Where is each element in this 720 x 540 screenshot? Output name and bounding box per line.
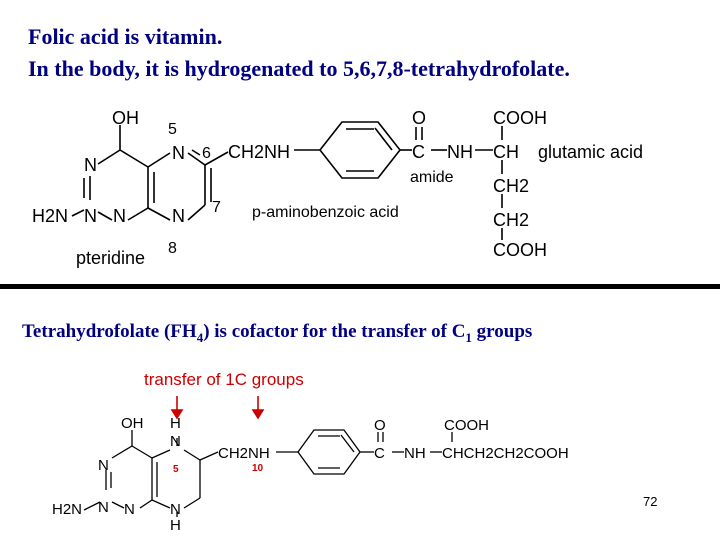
folic-atom-cooh-top: COOH: [493, 108, 547, 128]
folic-atom-ch2-a: CH2: [493, 176, 529, 196]
thf-atom-chain: CHCH2CH2COOH: [442, 445, 569, 462]
thf-atom-h8: H: [170, 517, 181, 534]
thf-atom-n5: N: [170, 433, 181, 450]
folic-atom-n1: N: [84, 155, 97, 175]
transfer-label: transfer of 1C groups: [144, 370, 304, 389]
thf-atom-oh: OH: [121, 415, 144, 432]
thf-atom-o: O: [374, 417, 386, 434]
folic-atom-cooh-bottom: COOH: [493, 240, 547, 260]
thf-title-post: groups: [471, 321, 533, 342]
thf-red-5: 5: [173, 464, 179, 475]
amide-label: amide: [410, 169, 454, 186]
thf-atom-n3: N: [98, 499, 109, 516]
glutamic-acid-label: glutamic acid: [538, 142, 644, 162]
folic-atom-n5: N: [172, 143, 185, 163]
folic-atom-ch2-b: CH2: [493, 210, 529, 230]
folic-acid-structure: OH N N N N N H2N CH2NH O C NH CH COOH CH…: [32, 108, 547, 260]
folic-atom-n8: N: [172, 206, 185, 226]
title-line-2: In the body, it is hydrogenated to 5,6,7…: [28, 56, 570, 81]
folic-atom-nh: NH: [447, 142, 473, 162]
thf-title-mid: ) is cofactor for the transfer of C: [203, 321, 466, 342]
thf-red-10: 10: [252, 463, 264, 474]
folic-atom-n8a: N: [113, 206, 126, 226]
folic-atom-o: O: [412, 108, 426, 128]
folic-atom-oh: OH: [112, 108, 139, 128]
paba-label: p-aminobenzoic acid: [252, 204, 399, 221]
title-line-1: Folic acid is vitamin.: [28, 24, 223, 49]
section-divider: [0, 284, 720, 289]
thf-atom-nh: NH: [404, 445, 426, 462]
thf-atom-n8: N: [170, 501, 181, 518]
thf-title-sub4: 4: [196, 329, 204, 345]
pteridine-label: pteridine: [76, 248, 146, 268]
folic-atom-h2n: H2N: [32, 206, 68, 226]
thf-atom-cooh: COOH: [444, 417, 489, 434]
thf-atom-c: C: [374, 445, 385, 462]
folic-position-7: 7: [212, 199, 221, 216]
folic-atom-ch2nh: CH2NH: [228, 142, 290, 162]
page-number: 72: [643, 494, 658, 509]
thf-atom-ch2nh: CH2NH: [218, 445, 270, 462]
folic-atom-c: C: [412, 142, 425, 162]
thf-atom-h2n: H2N: [52, 501, 82, 518]
thf-atom-n8a: N: [124, 501, 135, 518]
folic-atom-n3: N: [84, 206, 97, 226]
thf-title-sub1: 1: [465, 329, 472, 345]
folic-position-8: 8: [168, 240, 177, 257]
arrow-n10-head: [251, 409, 265, 420]
folic-position-5: 5: [168, 121, 177, 138]
arrow-n5-head: [170, 409, 184, 420]
thf-atom-n1: N: [98, 457, 109, 474]
thf-title: Tetrahydrofolate (FH4) is cofactor for t…: [22, 322, 532, 344]
thf-title-pre: Tetrahydrofolate (FH: [22, 321, 197, 342]
thf-atom-h5: H: [170, 415, 181, 432]
folic-position-6: 6: [202, 145, 211, 162]
folic-atom-ch: CH: [493, 142, 519, 162]
